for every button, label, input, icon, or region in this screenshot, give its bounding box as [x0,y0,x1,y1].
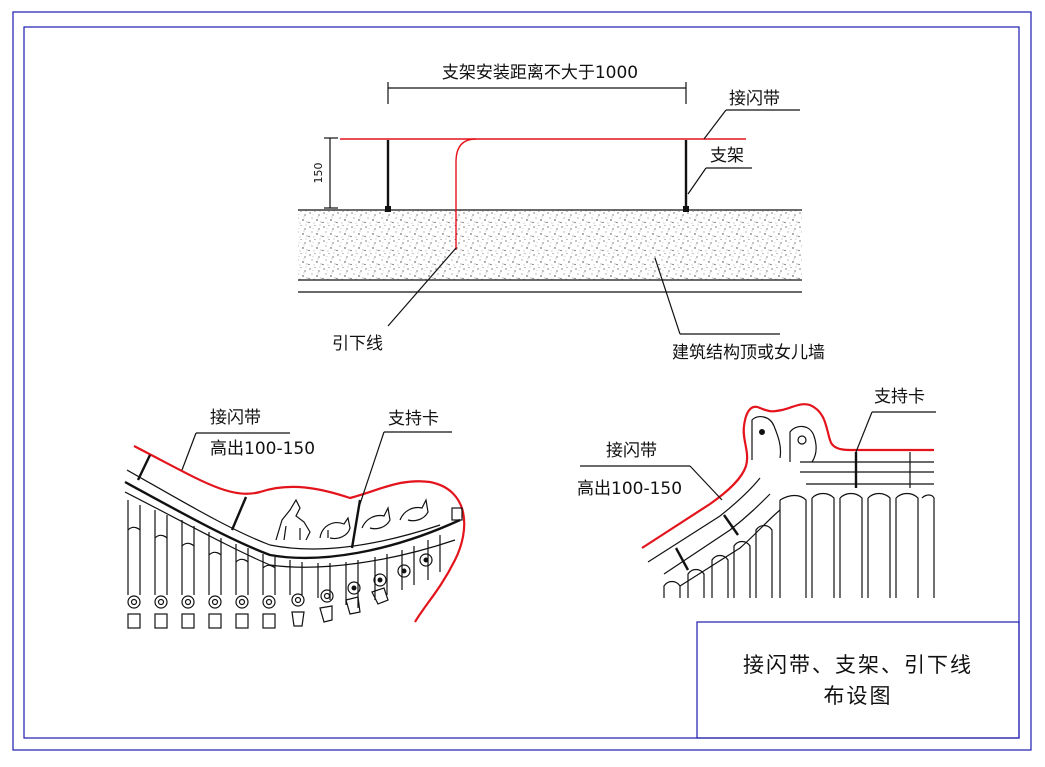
air-terminal-label: 接闪带 [729,89,780,109]
support-base-left [385,206,391,212]
concrete-slab [298,210,802,280]
right-clip-leader [855,411,873,453]
inner-frame [23,26,1020,739]
right-main-ridge [800,461,934,485]
right-air-terminal-label: 接闪带 [606,441,657,461]
left-air-terminal [133,445,466,623]
right-slope-mid-line [663,493,771,575]
spacing-dimension-label: 支架安装距离不大于1000 [442,63,638,83]
left-air-terminal-label: 接闪带 [210,408,261,428]
title-line-1: 接闪带、支架、引下线 [743,653,973,677]
structure-label: 建筑结构顶或女儿墙 [672,343,825,363]
air-terminal-leader [703,109,727,140]
right-ornament-ring [797,435,807,445]
title-block-box [696,621,1020,739]
left-clip-1 [136,454,152,481]
right-clip-slope-2 [723,514,739,536]
left-ridge-endcap [451,507,463,521]
right-clip-slope-1 [674,547,690,571]
left-clip-leader [357,431,385,511]
left-ridge-bottom-line [124,491,456,568]
structure-leader [654,257,681,335]
left-ridge-ornaments [275,498,429,541]
left-roof-tiles [127,500,441,608]
right-detail: 接闪带 高出100-150 支持卡 [577,387,936,598]
left-detail: 接闪带 高出100-150 支持卡 [124,408,466,629]
left-clip-label: 支持卡 [388,409,439,429]
left-ridge-main-line [124,480,461,560]
down-conductor-label: 引下线 [332,334,383,354]
right-air-terminal [641,403,934,549]
right-slope-bottom-line [679,509,781,587]
right-label-leader [689,465,723,501]
down-conductor [455,138,477,250]
left-ridge-top-line [126,469,441,550]
right-ridge-ornament [751,416,817,463]
left-eave-tile-ends [127,553,433,609]
right-height-label: 高出100-150 [577,479,682,499]
title-block: 接闪带、支架、引下线 布设图 [696,621,1020,739]
right-slope-top-line [647,477,761,563]
support-label: 支架 [710,146,744,166]
right-ornament-eye [759,429,765,435]
right-roof-tiles [663,492,935,598]
title-line-2: 布设图 [824,684,893,708]
left-label-leader [181,432,197,471]
down-conductor-leader [387,247,457,327]
top-detail: 支架安装距离不大于1000 150 接闪带 支架 引下线 [298,63,825,363]
support-leader [687,167,707,195]
height-dimension-value: 150 [312,163,325,184]
left-height-label: 高出100-150 [210,439,315,459]
outer-frame [12,11,1032,751]
right-clip-label: 支持卡 [874,387,925,407]
left-clip-2 [230,496,248,531]
support-base-right [683,206,689,212]
left-drip-tiles [127,587,389,629]
